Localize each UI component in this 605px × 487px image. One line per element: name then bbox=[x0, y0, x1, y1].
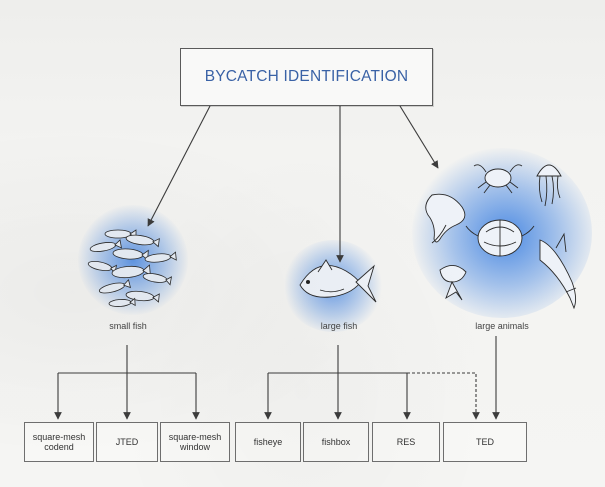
crab-icon bbox=[473, 164, 523, 194]
diagram-title: BYCATCH IDENTIFICATION bbox=[204, 68, 409, 85]
shark-icon bbox=[539, 232, 577, 310]
device-ted: TED bbox=[443, 422, 527, 462]
label-large-animals: large animals bbox=[475, 321, 529, 331]
label-large-fish: large fish bbox=[320, 321, 358, 331]
title-box: BYCATCH IDENTIFICATION bbox=[180, 48, 433, 106]
device-jted: JTED bbox=[96, 422, 158, 462]
label-small-fish: small fish bbox=[109, 321, 147, 331]
device-fisheye: fisheye bbox=[235, 422, 301, 462]
sea-turtle-flipper-icon bbox=[439, 265, 467, 301]
pompano-fish-icon bbox=[299, 259, 377, 303]
device-square-mesh-window: square-mesh window bbox=[160, 422, 230, 462]
arrow-to-small-fish bbox=[147, 105, 211, 227]
arrow-to-large-animals bbox=[399, 105, 439, 169]
device-fishbox: fishbox bbox=[303, 422, 369, 462]
device-res: RES bbox=[372, 422, 440, 462]
jellyfish-icon bbox=[536, 164, 562, 207]
sea-turtle-icon bbox=[465, 219, 535, 257]
fish-school-icon bbox=[87, 229, 177, 307]
stingray-icon bbox=[425, 193, 466, 244]
device-square-mesh-codend: square-mesh codend bbox=[24, 422, 94, 462]
